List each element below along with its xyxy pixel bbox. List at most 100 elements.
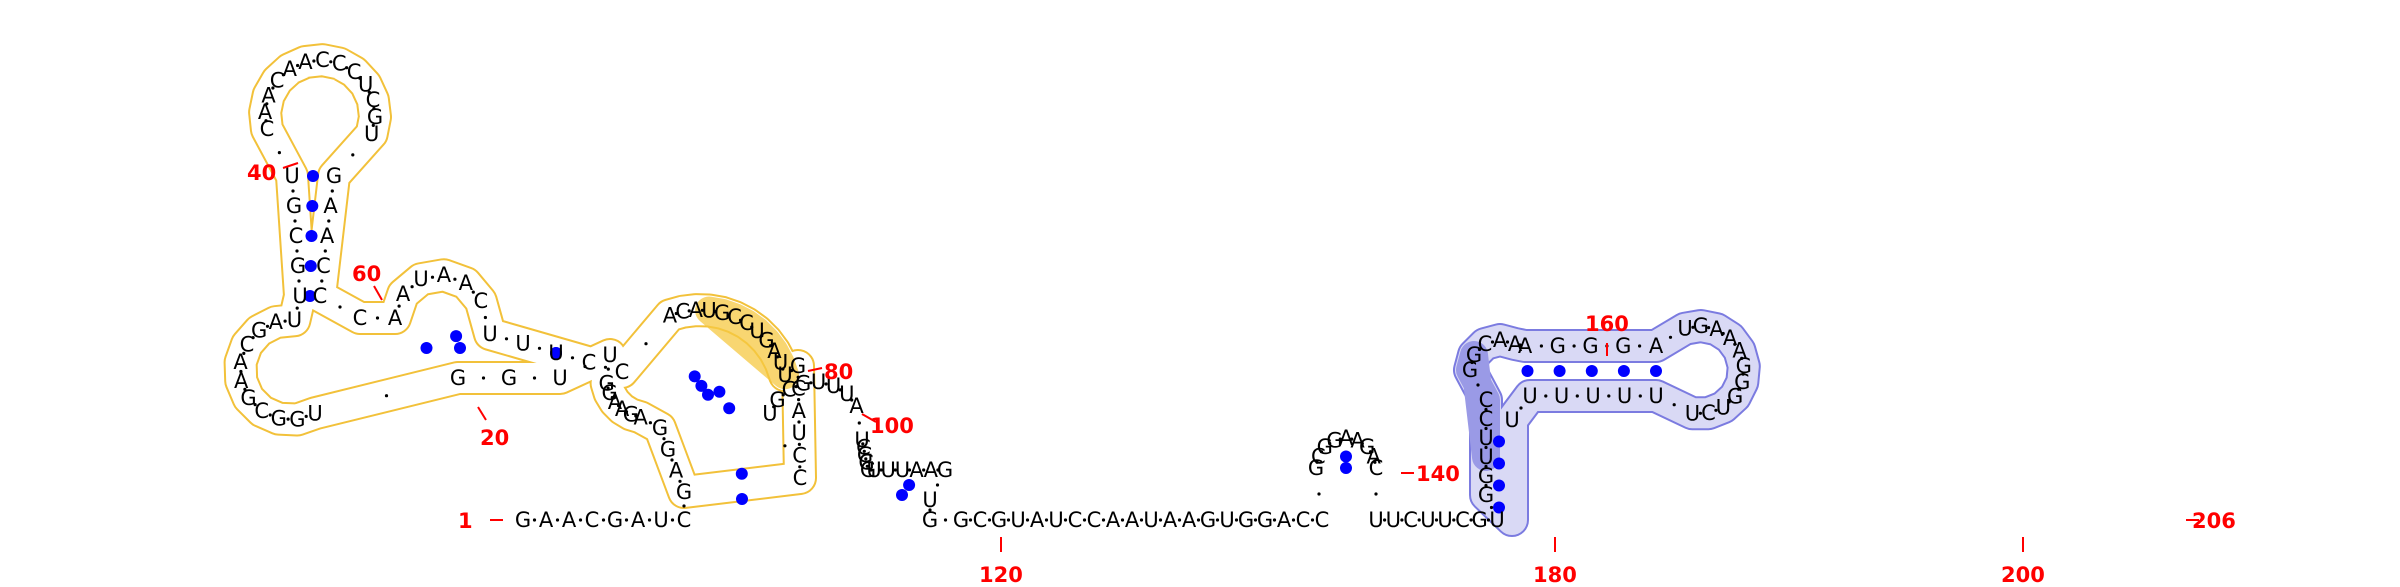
backbone-link — [384, 394, 389, 398]
backbone-link — [772, 405, 776, 409]
nucleotide-50: G — [367, 105, 383, 129]
nucleotide-92: U — [826, 374, 841, 398]
backbone-link — [430, 275, 435, 279]
nucleotide-84: U — [792, 421, 807, 445]
nucleotide-68: C — [615, 360, 630, 384]
nucleotide-47: C — [347, 60, 362, 84]
backbone-link — [1215, 518, 1220, 522]
nucleotide-10: A — [669, 459, 684, 483]
nucleotide-104: A — [924, 458, 939, 482]
nucleotide-142: C — [1455, 508, 1470, 532]
nucleotide-81: G — [790, 354, 806, 378]
backbone-link — [760, 334, 764, 338]
nucleotide-147: U — [1478, 445, 1493, 469]
nucleotide-25: G — [271, 407, 287, 431]
nucleotide-151: G — [1462, 358, 1478, 382]
nucleotide-40: A — [258, 100, 273, 124]
backbone-link — [338, 305, 342, 309]
base-pair-147-179 — [1493, 457, 1505, 470]
backbone-link — [670, 518, 675, 522]
backbone-link — [624, 518, 629, 522]
nucleotide-158: G — [1582, 334, 1598, 358]
backbone-link — [1291, 518, 1296, 522]
backbone-link — [242, 351, 246, 355]
backbone-link — [1452, 518, 1456, 522]
base-pair-13-81 — [713, 385, 726, 398]
nucleotide-107: G — [922, 508, 938, 532]
backbone-link — [624, 410, 629, 414]
nucleotide-160: A — [1649, 334, 1664, 358]
nucleotide-124: G — [1257, 508, 1273, 532]
base-pairs — [304, 170, 1662, 514]
nucleotide-70: C — [675, 300, 690, 324]
nucleotide-96: C — [856, 436, 871, 460]
nucleotide-52: G — [326, 164, 342, 188]
nucleotide-16: A — [608, 390, 623, 414]
backbone-link — [1234, 518, 1239, 522]
position-120-label: 120 — [979, 563, 1023, 587]
backbone-link — [824, 382, 828, 386]
nucleotide-17: G — [601, 381, 617, 405]
nucleotide-157: G — [1550, 334, 1566, 358]
position-40-tick — [282, 162, 299, 169]
backbone-link — [532, 518, 537, 522]
backbone-link — [1417, 518, 1421, 522]
nucleotide-83: A — [792, 399, 807, 423]
backbone-link — [296, 63, 300, 68]
backbone-link — [251, 336, 255, 340]
nucleotide-33: U — [287, 308, 302, 332]
nucleotide-51: U — [364, 122, 379, 146]
nucleotide-73: G — [714, 301, 730, 325]
nucleotide-85: C — [792, 444, 807, 468]
backbone-link — [864, 457, 868, 461]
base-pair-158-174 — [1585, 365, 1598, 377]
backbone-link — [861, 442, 865, 446]
nucleotide-126: C — [1296, 508, 1311, 532]
nucleotide-140: U — [1420, 508, 1435, 532]
nucleotide-146: G — [1478, 464, 1494, 488]
nucleotide-136: C — [1369, 456, 1384, 480]
nucleotide-163: A — [1709, 317, 1724, 341]
backbone-link — [271, 86, 275, 90]
nucleotide-13: A — [634, 405, 649, 429]
nucleotide-144: U — [1489, 508, 1504, 532]
backbone-link — [1360, 441, 1364, 446]
nucleotide-43: A — [283, 57, 298, 81]
nucleotide-133: A — [1350, 428, 1365, 452]
backbone-link — [330, 189, 334, 193]
backbone-link — [662, 437, 666, 441]
backbone-link — [1489, 505, 1494, 510]
nucleotide-95: U — [854, 428, 869, 452]
backbone-link — [1469, 518, 1473, 522]
backbone-link — [537, 346, 542, 350]
backbone-link — [1484, 483, 1488, 488]
nucleotide-123: G — [1238, 508, 1254, 532]
backbone-link — [1196, 518, 1201, 522]
backbone-link — [1373, 460, 1377, 464]
backbone-link — [700, 308, 705, 312]
nucleotide-113: U — [1048, 508, 1063, 532]
backbone-link — [329, 60, 333, 64]
nucleotide-62: A — [459, 271, 474, 295]
base-pair-37-53 — [306, 200, 319, 212]
nucleotide-91: U — [811, 370, 826, 394]
nucleotide-105: G — [937, 458, 953, 482]
nucleotide-127: C — [1315, 508, 1330, 532]
nucleotide-71: A — [689, 298, 704, 322]
backbone-link — [1518, 343, 1522, 347]
nucleotide-34: U — [292, 284, 307, 308]
backbone-link — [838, 388, 842, 392]
backbone-link — [1120, 518, 1125, 522]
backbone-link — [351, 153, 355, 157]
base-pair-15-79 — [695, 379, 708, 392]
nucleotide-39: C — [260, 117, 275, 141]
backbone-link — [648, 421, 653, 425]
nucleotide-4: C — [585, 508, 600, 532]
backbone-link — [936, 468, 940, 472]
backbone-link — [603, 365, 608, 369]
base-pair-8-86 — [736, 493, 748, 505]
nucleotide-115: C — [1087, 508, 1102, 532]
nucleotide-9: G — [676, 480, 692, 504]
nucleotide-131: G — [1326, 428, 1342, 452]
